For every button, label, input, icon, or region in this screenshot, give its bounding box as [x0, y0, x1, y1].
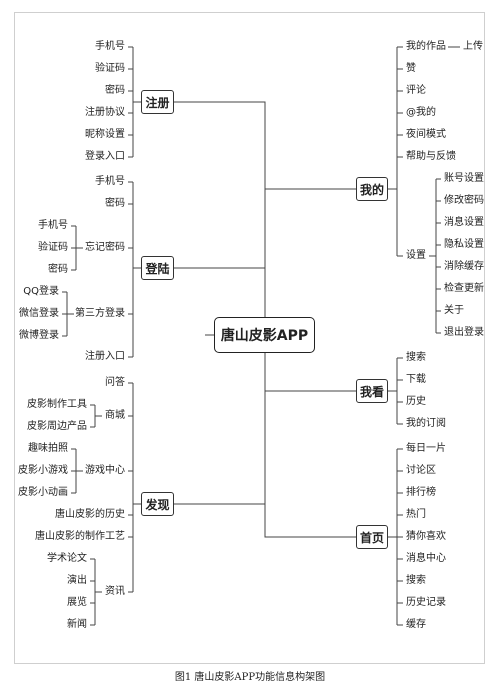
third-qq: QQ登录	[23, 286, 59, 297]
discover-qa: 问答	[105, 377, 125, 388]
discover-history: 唐山皮影的历史	[55, 509, 125, 520]
settings-about: 关于	[444, 305, 464, 316]
news-news: 新闻	[67, 619, 87, 630]
third-wechat: 微信登录	[19, 308, 59, 319]
games-photo: 趣味拍照	[28, 443, 68, 454]
discover-game-center: 游戏中心	[85, 465, 125, 476]
mine-works-upload: 上传	[463, 41, 483, 52]
forgot-code: 验证码	[38, 242, 68, 253]
home-recommend: 猜你喜欢	[406, 531, 446, 542]
branch-mine: 我的	[356, 177, 388, 201]
settings-bracket	[429, 178, 441, 334]
mine-help: 帮助与反馈	[406, 151, 456, 162]
discover-news: 资讯	[105, 586, 125, 597]
login-password: 密码	[105, 198, 125, 209]
branch-discover: 发现	[141, 492, 174, 516]
watch-bracket	[388, 357, 403, 425]
games-mini-game: 皮影小游戏	[18, 465, 68, 476]
games-animation: 皮影小动画	[18, 487, 68, 498]
mall-tools: 皮影制作工具	[27, 399, 87, 410]
register-code: 验证码	[95, 63, 125, 74]
settings-logout: 退出登录	[444, 327, 484, 338]
news-bracket	[90, 558, 102, 626]
settings-account: 账号设置	[444, 173, 484, 184]
branch-login: 登陆	[141, 256, 174, 280]
mine-bracket	[388, 46, 403, 257]
watch-history: 历史	[406, 396, 426, 407]
mine-works: 我的作品	[406, 41, 446, 52]
home-history: 历史记录	[406, 597, 446, 608]
branch-home: 首页	[356, 525, 388, 549]
third-bracket	[62, 291, 74, 337]
home-hot: 热门	[406, 509, 426, 520]
discover-craft: 唐山皮影的制作工艺	[35, 531, 125, 542]
diagram-frame	[14, 12, 485, 664]
games-bracket	[71, 448, 83, 494]
mine-likes: 赞	[406, 63, 416, 74]
branch-watch: 我看	[356, 379, 388, 403]
login-register-entry: 注册入口	[85, 351, 125, 362]
figure-caption: 图1 唐山皮影APP功能信息构架图	[174, 672, 326, 683]
login-third-party: 第三方登录	[75, 308, 125, 319]
mine-comments: 评论	[406, 85, 426, 96]
home-ranking: 排行榜	[406, 487, 436, 498]
mine-settings: 设置	[406, 250, 426, 261]
register-password: 密码	[105, 85, 125, 96]
forgot-phone: 手机号	[38, 220, 68, 231]
news-exhibitions: 展览	[67, 597, 87, 608]
settings-messages: 消息设置	[444, 217, 484, 228]
home-search: 搜索	[406, 575, 426, 586]
home-message-center: 消息中心	[406, 553, 446, 564]
home-daily: 每日一片	[406, 443, 446, 454]
branch-register: 注册	[141, 90, 174, 114]
news-shows: 演出	[67, 575, 87, 586]
watch-search: 搜索	[406, 352, 426, 363]
mine-mentions: @我的	[406, 107, 436, 118]
watch-download: 下载	[406, 374, 426, 385]
watch-subscriptions: 我的订阅	[406, 418, 446, 429]
register-nickname: 昵称设置	[85, 129, 125, 140]
settings-privacy: 隐私设置	[444, 239, 484, 250]
home-cache: 缓存	[406, 619, 426, 630]
register-login-entry: 登录入口	[85, 151, 125, 162]
login-forgot-password: 忘记密码	[85, 242, 125, 253]
home-forum: 讨论区	[406, 465, 436, 476]
news-papers: 学术论文	[47, 553, 87, 564]
center-trunk	[174, 101, 356, 538]
discover-bracket	[128, 382, 141, 593]
mine-night-mode: 夜间模式	[406, 129, 446, 140]
center-node: 唐山皮影APP	[214, 317, 315, 353]
mall-bracket	[90, 404, 102, 428]
settings-password: 修改密码	[444, 195, 484, 206]
settings-check-update: 检查更新	[444, 283, 484, 294]
register-bracket	[128, 46, 141, 158]
third-weibo: 微博登录	[19, 330, 59, 341]
settings-clear-cache: 消除缓存	[444, 261, 484, 272]
forgot-bracket	[71, 225, 83, 271]
home-bracket	[388, 448, 403, 626]
discover-mall: 商城	[105, 410, 125, 421]
login-bracket	[128, 181, 141, 358]
register-phone: 手机号	[95, 41, 125, 52]
login-phone: 手机号	[95, 176, 125, 187]
mall-products: 皮影周边产品	[27, 421, 87, 432]
register-agreement: 注册协议	[85, 107, 125, 118]
forgot-password: 密码	[48, 264, 68, 275]
